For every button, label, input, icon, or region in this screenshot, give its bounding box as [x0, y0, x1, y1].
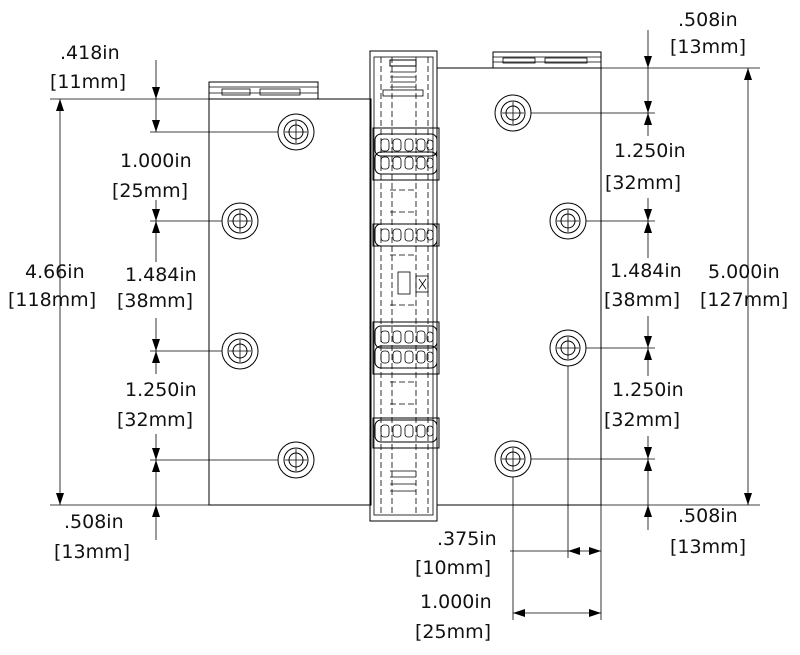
right-hinge-leaf	[436, 51, 602, 506]
right-dimension-lines	[437, 30, 760, 530]
knuckle-top-pin	[382, 59, 424, 97]
left-dimension-lines	[50, 60, 278, 540]
left-bottom-offset-in: .508in	[64, 511, 124, 533]
right-hole-spacing-1-in: 1.250in	[614, 140, 686, 162]
left-hole-2	[221, 202, 259, 240]
right-leaf-height-mm: [127mm]	[700, 289, 788, 311]
dimension-labels: .508in [13mm] .418in [11mm] 1.000in [25m…	[8, 9, 788, 643]
right-leaf-top-tab	[492, 51, 602, 69]
right-hole-4	[494, 440, 532, 478]
right-hole-1	[494, 94, 532, 132]
hole-edge-inset-mm: [10mm]	[415, 557, 491, 579]
left-hole-3	[221, 332, 259, 370]
knuckle-section-4	[372, 417, 440, 449]
left-hole-4	[277, 441, 315, 479]
bottom-dimension-lines	[510, 366, 602, 620]
right-bottom-offset-mm: [13mm]	[670, 536, 746, 558]
right-top-offset-in: .508in	[678, 9, 738, 31]
left-hole-spacing-2-in: 1.484in	[125, 264, 197, 286]
left-top-offset-in: .418in	[60, 42, 120, 64]
left-hole-spacing-1-in: 1.000in	[120, 150, 192, 172]
right-hole-spacing-3-in: 1.250in	[612, 379, 684, 401]
left-hole-1	[277, 113, 315, 151]
knuckle-section-3	[372, 321, 440, 405]
left-hole-spacing-3-mm: [32mm]	[117, 409, 193, 431]
left-bottom-offset-mm: [13mm]	[54, 541, 130, 563]
right-hole-spacing-2-mm: [38mm]	[604, 289, 680, 311]
hole-edge-distance-in: 1.000in	[420, 591, 492, 613]
hole-edge-distance-mm: [25mm]	[415, 621, 491, 643]
right-hole-3	[549, 329, 587, 367]
knuckle-bottom-pin	[390, 470, 416, 492]
right-hole-spacing-3-mm: [32mm]	[604, 409, 680, 431]
left-hole-spacing-2-mm: [38mm]	[117, 290, 193, 312]
right-hole-spacing-1-mm: [32mm]	[605, 172, 681, 194]
right-leaf-height-in: 5.000in	[708, 261, 780, 283]
knuckle-section-2	[372, 223, 440, 306]
left-hole-spacing-1-mm: [25mm]	[112, 180, 188, 202]
hinge-knuckle-assembly	[369, 50, 440, 522]
knuckle-section-1	[372, 127, 440, 213]
left-leaf-top-tab	[208, 81, 319, 100]
right-hole-spacing-2-in: 1.484in	[610, 260, 682, 282]
left-top-offset-mm: [11mm]	[50, 71, 126, 93]
left-leaf-height-mm: [118mm]	[8, 289, 96, 311]
right-top-offset-mm: [13mm]	[670, 36, 746, 58]
hole-edge-inset-in: .375in	[437, 528, 497, 550]
left-hole-spacing-3-in: 1.250in	[125, 379, 197, 401]
left-leaf-height-in: 4.66in	[25, 261, 85, 283]
right-hole-2	[549, 202, 587, 240]
right-bottom-offset-in: .508in	[678, 505, 738, 527]
left-hinge-leaf	[208, 81, 372, 506]
